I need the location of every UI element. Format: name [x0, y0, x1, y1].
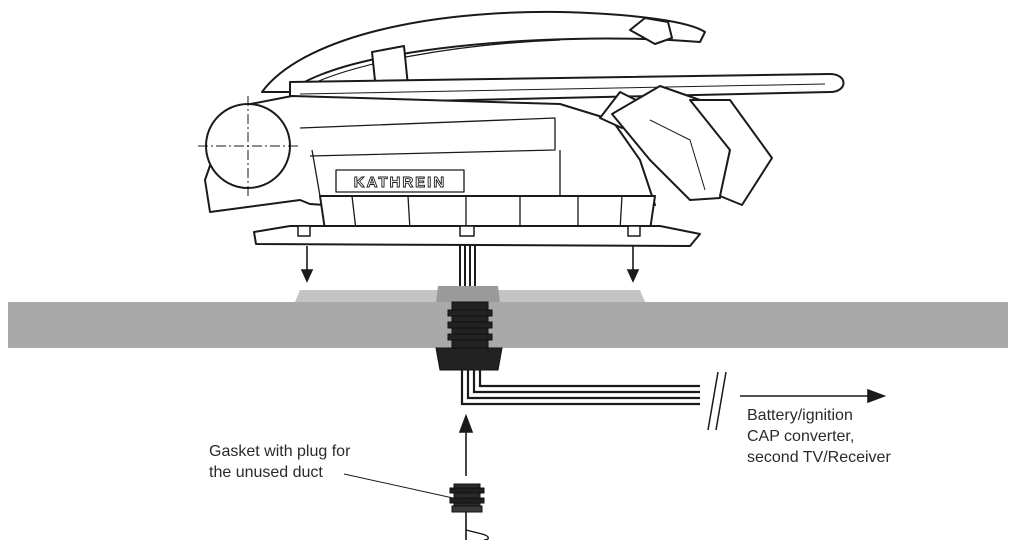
destination-label-line-3: second TV/Receiver [747, 449, 891, 466]
cable-gland [435, 301, 503, 371]
antenna-cable-leads [459, 244, 476, 290]
destination-label: Battery/ignition CAP converter, second T… [747, 405, 891, 468]
turntable-skirt [319, 195, 656, 231]
gasket-label-line-1: Gasket with plug for [209, 443, 351, 460]
lnb-body-2 [689, 99, 773, 206]
destination-label-line-1: Battery/ignition [747, 407, 853, 424]
gasket-label: Gasket with plug for the unused duct [209, 441, 350, 483]
gasket-plug [449, 483, 489, 540]
gasket-label-line-2: the unused duct [209, 464, 323, 481]
cover-latch [629, 17, 673, 45]
housing-ridge [299, 117, 556, 157]
mounting-flange [253, 225, 701, 247]
gasket-leader-line [343, 473, 463, 501]
skirt-ribs [351, 195, 623, 231]
flange-bolts [297, 225, 641, 237]
vehicle-roof [8, 302, 1008, 348]
brand-plate [335, 169, 465, 193]
antenna-cover-inner [299, 39, 561, 91]
cable-break-marks [707, 371, 727, 431]
direction-arrow [740, 388, 887, 404]
pivot-crosshair [198, 96, 298, 196]
mounting-arrows [300, 246, 640, 283]
cable-gland-top [436, 286, 500, 302]
destination-label-line-2: CAP converter, [747, 428, 855, 445]
satellite-antenna-unit [198, 10, 845, 247]
exit-cables [460, 370, 700, 406]
insertion-arrow [458, 413, 474, 476]
brand-logo: KATHREIN [354, 174, 446, 191]
